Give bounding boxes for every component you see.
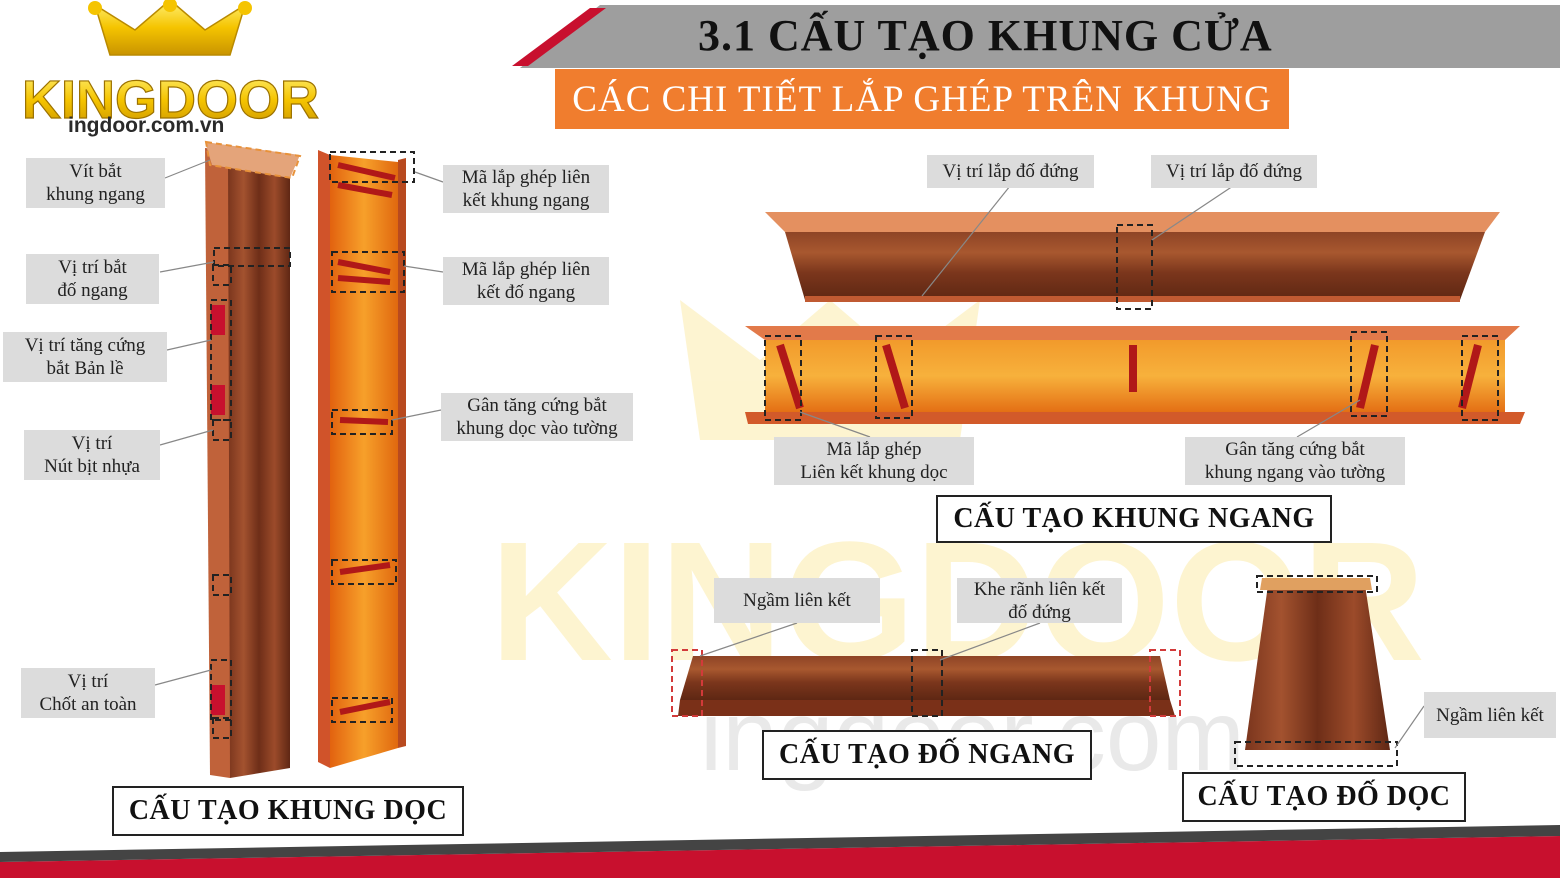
page-title: 3.1 CẤU TẠO KHUNG CỬA [698,11,1273,60]
logo-domain: ingdoor.com.vn [68,114,224,137]
page-subtitle: CÁC CHI TIẾT LẮP GHÉP TRÊN KHUNG [555,69,1289,129]
callout-line: Mã lắp ghép liên [461,167,591,188]
callout-vi-tri-nut-bit: Vị trí Nút bịt nhựa [24,430,160,480]
callout-line: kết đố ngang [476,282,576,303]
callout-vi-tri-tang-cung: Vị trí tăng cứng bắt Bản lề [3,332,167,382]
callout-ma-lap-ghep-do-ngang: Mã lắp ghép liên kết đố ngang [443,257,609,305]
callout-line: bắt Bản lề [46,358,124,379]
callout-line: khung dọc vào tường [456,418,618,439]
callout-line: Khe rãnh liên kết [973,578,1106,600]
khung-doc-back-markers [329,151,415,723]
caption-do-doc: CẤU TẠO ĐỐ DỌC [1182,772,1466,822]
khung-ngang-leaders [799,185,1361,438]
callout-vi-tri-lap-do-dung-1: Vị trí lắp đố đứng [927,155,1094,188]
callout-line: Liên kết khung dọc [800,462,948,483]
callout-vi-tri-lap-do-dung-2: Vị trí lắp đố đứng [1151,155,1317,188]
callout-line: Vít bắt [69,161,122,182]
do-doc-markers [1234,575,1398,767]
khung-doc-front-profile [205,142,300,778]
callout-ma-lap-ghep-khung-ngang: Mã lắp ghép liên kết khung ngang [443,165,609,213]
header-banner [512,5,1560,68]
callout-vi-tri-bat-do-ngang: Vị trí bắt đố ngang [26,254,159,304]
callout-vit-bat-khung-ngang: Vít bắt khung ngang [26,158,165,208]
callout-ngam-lien-ket-do-doc: Ngầm liên kết [1424,692,1556,738]
callout-vi-tri-chot-an-toan: Vị trí Chốt an toàn [21,668,155,718]
khung-ngang-bottom-profile [745,326,1525,424]
khung-doc-leaders [154,159,444,686]
callout-ma-lap-ghep-khung-doc: Mã lắp ghép Liên kết khung dọc [774,437,974,485]
callout-line: Mã lắp ghép [826,439,922,460]
callout-line: khung ngang [46,184,145,205]
do-ngang-profile [678,656,1175,716]
do-ngang-markers [671,649,1181,717]
callout-line: Nút bịt nhựa [44,456,140,477]
callout-line: khung ngang vào tường [1204,462,1386,483]
logo-brand: KINGDOOR [22,70,319,130]
callout-line: Vị trí bắt [58,257,127,278]
callout-line: đố đứng [1008,601,1071,623]
callout-gan-tang-cung-khung-doc: Gân tăng cứng bắt khung dọc vào tường [441,393,633,441]
callout-line: Mã lắp ghép liên [461,259,591,280]
callout-line: Gân tăng cứng bắt [467,395,607,416]
caption-do-ngang: CẤU TẠO ĐỐ NGANG [762,730,1092,780]
logo: KINGDOOR ingdoor.com.vn [21,0,320,137]
khung-doc-back-profile [318,150,406,768]
callout-line: Vị trí tăng cứng [24,335,146,356]
callout-line: đố ngang [57,280,128,301]
do-ngang-leaders [699,622,1041,661]
callout-gan-tang-cung-khung-ngang: Gân tăng cứng bắt khung ngang vào tường [1185,437,1405,485]
callout-line: Vị trí [67,671,109,692]
callout-line: Vị trí [71,433,113,454]
do-doc-leaders [1394,705,1425,749]
callout-line: Chốt an toàn [39,694,137,715]
caption-khung-ngang: CẤU TẠO KHUNG NGANG [936,495,1332,543]
caption-khung-doc: CẤU TẠO KHUNG DỌC [112,786,464,836]
callout-ngam-lien-ket-do-ngang: Ngầm liên kết [714,578,880,623]
khung-ngang-markers [764,224,1499,421]
do-doc-profile [1245,578,1390,750]
callout-line: kết khung ngang [462,190,590,211]
callout-line: Gân tăng cứng bắt [1225,439,1365,460]
callout-khe-ranh-lien-ket: Khe rãnh liên kết đố đứng [957,578,1122,623]
bottom-stripe [0,825,1560,878]
